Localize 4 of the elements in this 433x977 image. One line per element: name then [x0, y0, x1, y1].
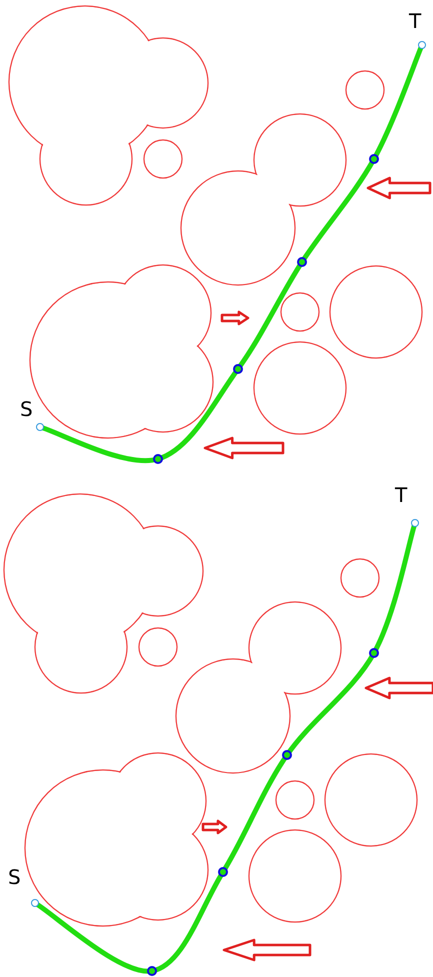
point-label: T: [395, 484, 408, 506]
point-label: T: [409, 10, 422, 32]
point-label: S: [8, 866, 21, 888]
point-label: S: [20, 398, 33, 420]
